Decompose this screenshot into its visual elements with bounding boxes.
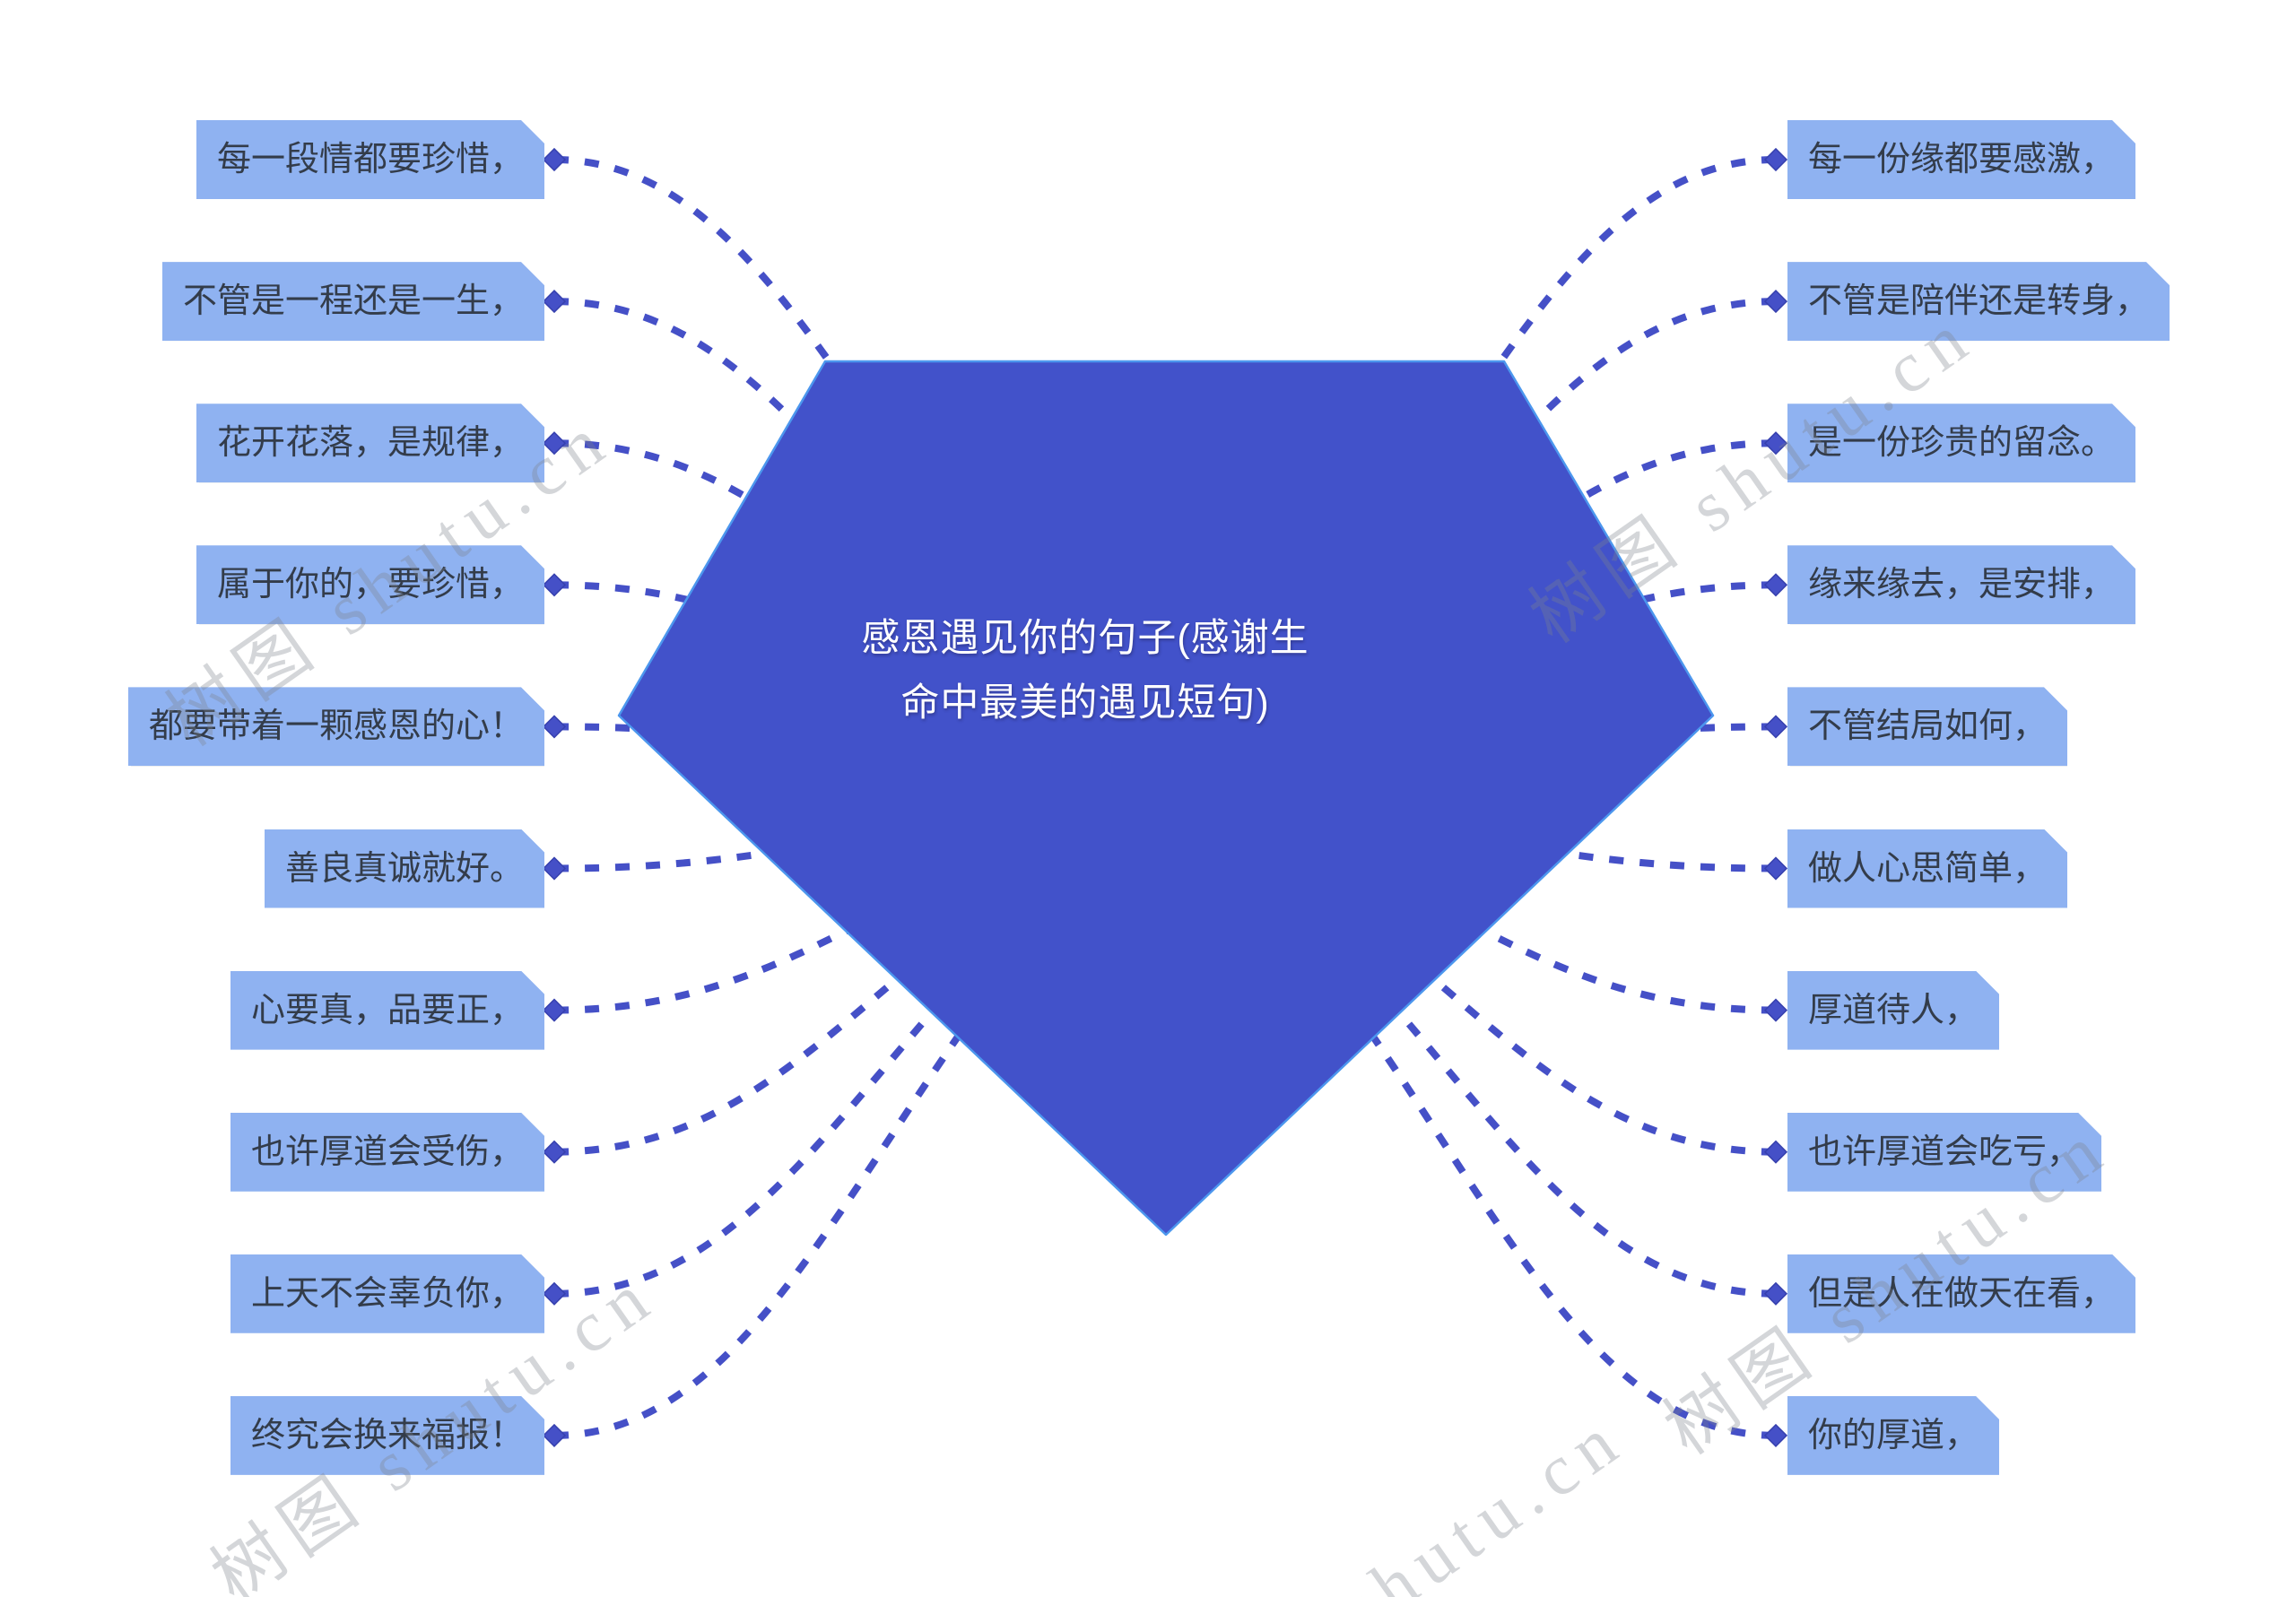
topic-node-right-3[interactable]: 是一份珍贵的留念。	[1787, 404, 2135, 482]
connector-dashed-line	[553, 785, 1168, 1014]
diamond-marker-icon	[1763, 856, 1788, 881]
connector-dashed-line	[553, 785, 1169, 1298]
diamond-marker-icon	[542, 290, 567, 314]
topic-node-left-7[interactable]: 心要真，品要正，	[230, 971, 544, 1050]
diamond-marker-icon	[542, 431, 567, 456]
diamond-marker-icon	[542, 147, 567, 172]
topic-node-right-1[interactable]: 每一份缘都要感激，	[1787, 120, 2135, 199]
topic-node-left-1[interactable]: 每一段情都要珍惜，	[196, 120, 544, 199]
diamond-marker-icon	[542, 715, 567, 739]
central-topic-shape[interactable]	[617, 360, 1715, 1237]
topic-node-right-4[interactable]: 缘来缘去，是安排，	[1787, 545, 2135, 624]
central-topic-line2: 命中最美的遇见短句)	[900, 681, 1270, 725]
topic-node-left-8[interactable]: 也许厚道会受伤，	[230, 1113, 544, 1192]
topic-node-right-5[interactable]: 不管结局如何，	[1787, 687, 2067, 766]
topic-node-right-2[interactable]: 不管是陪伴还是转身，	[1787, 262, 2170, 341]
topic-node-left-10[interactable]: 终究会换来福报！	[230, 1396, 544, 1475]
diamond-marker-icon	[1763, 1140, 1788, 1164]
diamond-marker-icon	[1763, 290, 1788, 314]
diamond-marker-icon	[542, 856, 567, 881]
diamond-marker-icon	[542, 998, 567, 1022]
topic-node-right-6[interactable]: 做人心思简单，	[1787, 829, 2067, 908]
diamond-marker-icon	[1763, 147, 1788, 172]
topic-node-left-9[interactable]: 上天不会辜负你，	[230, 1254, 544, 1333]
topic-node-right-7[interactable]: 厚道待人，	[1787, 971, 1999, 1050]
topic-node-right-10[interactable]: 你的厚道，	[1787, 1396, 1999, 1475]
connector-dashed-line	[553, 785, 1167, 872]
connector-dashed-line	[553, 581, 1168, 793]
topic-node-left-6[interactable]: 善良真诚就好。	[265, 829, 544, 908]
diamond-marker-icon	[542, 1423, 567, 1447]
connector-dashed-line	[1164, 785, 1777, 1014]
topic-node-right-9[interactable]: 但是人在做天在看，	[1787, 1254, 2135, 1333]
diamond-marker-icon	[542, 1140, 567, 1164]
diamond-marker-icon	[542, 573, 567, 597]
diamond-markers	[542, 147, 1788, 1447]
diamond-marker-icon	[1763, 573, 1788, 597]
connector-dashed-line	[1163, 786, 1777, 1439]
diamond-marker-icon	[1763, 715, 1788, 739]
connector-dashed-line	[553, 786, 1169, 1439]
central-topic-line1: 感恩遇见你的句子(感谢生	[861, 617, 1309, 660]
diamond-marker-icon	[1763, 998, 1788, 1022]
topic-node-left-2[interactable]: 不管是一程还是一生，	[162, 262, 544, 341]
topic-node-left-4[interactable]: 属于你的，要珍惜，	[196, 545, 544, 624]
connector-dashed-line	[1163, 785, 1777, 1298]
diamond-marker-icon	[1763, 431, 1788, 456]
diamond-marker-icon	[1763, 1281, 1788, 1306]
topic-node-right-8[interactable]: 也许厚道会吃亏，	[1787, 1113, 2101, 1192]
diamond-marker-icon	[1763, 1423, 1788, 1447]
topic-node-left-3[interactable]: 花开花落，是规律，	[196, 404, 544, 482]
diamond-marker-icon	[542, 1281, 567, 1306]
connector-dashed-line	[1165, 785, 1777, 872]
topic-node-left-5[interactable]: 都要带着一颗感恩的心！	[128, 687, 544, 766]
central-topic-label[interactable]: 感恩遇见你的句子(感谢生 命中最美的遇见短句)	[771, 606, 1399, 735]
